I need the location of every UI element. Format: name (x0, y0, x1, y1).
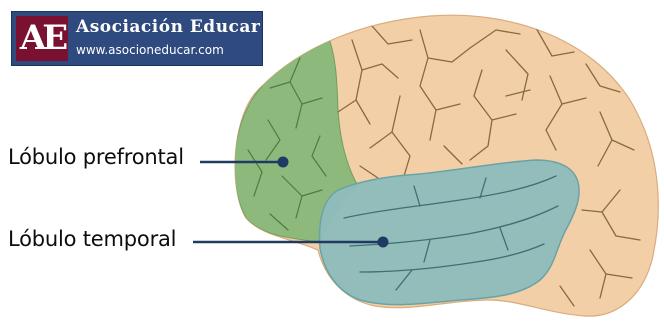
logo-mark: AE (16, 16, 68, 61)
label-temporal: Lóbulo temporal (8, 227, 176, 251)
leader-dot-temporal (378, 237, 389, 248)
asociacion-educar-logo: AE Asociación Educar www.asocioneducar.c… (11, 11, 263, 66)
label-prefrontal: Lóbulo prefrontal (8, 145, 184, 169)
logo-url: www.asocioneducar.com (76, 43, 224, 57)
logo-name: Asociación Educar (76, 17, 260, 37)
leader-dot-prefrontal (278, 157, 289, 168)
